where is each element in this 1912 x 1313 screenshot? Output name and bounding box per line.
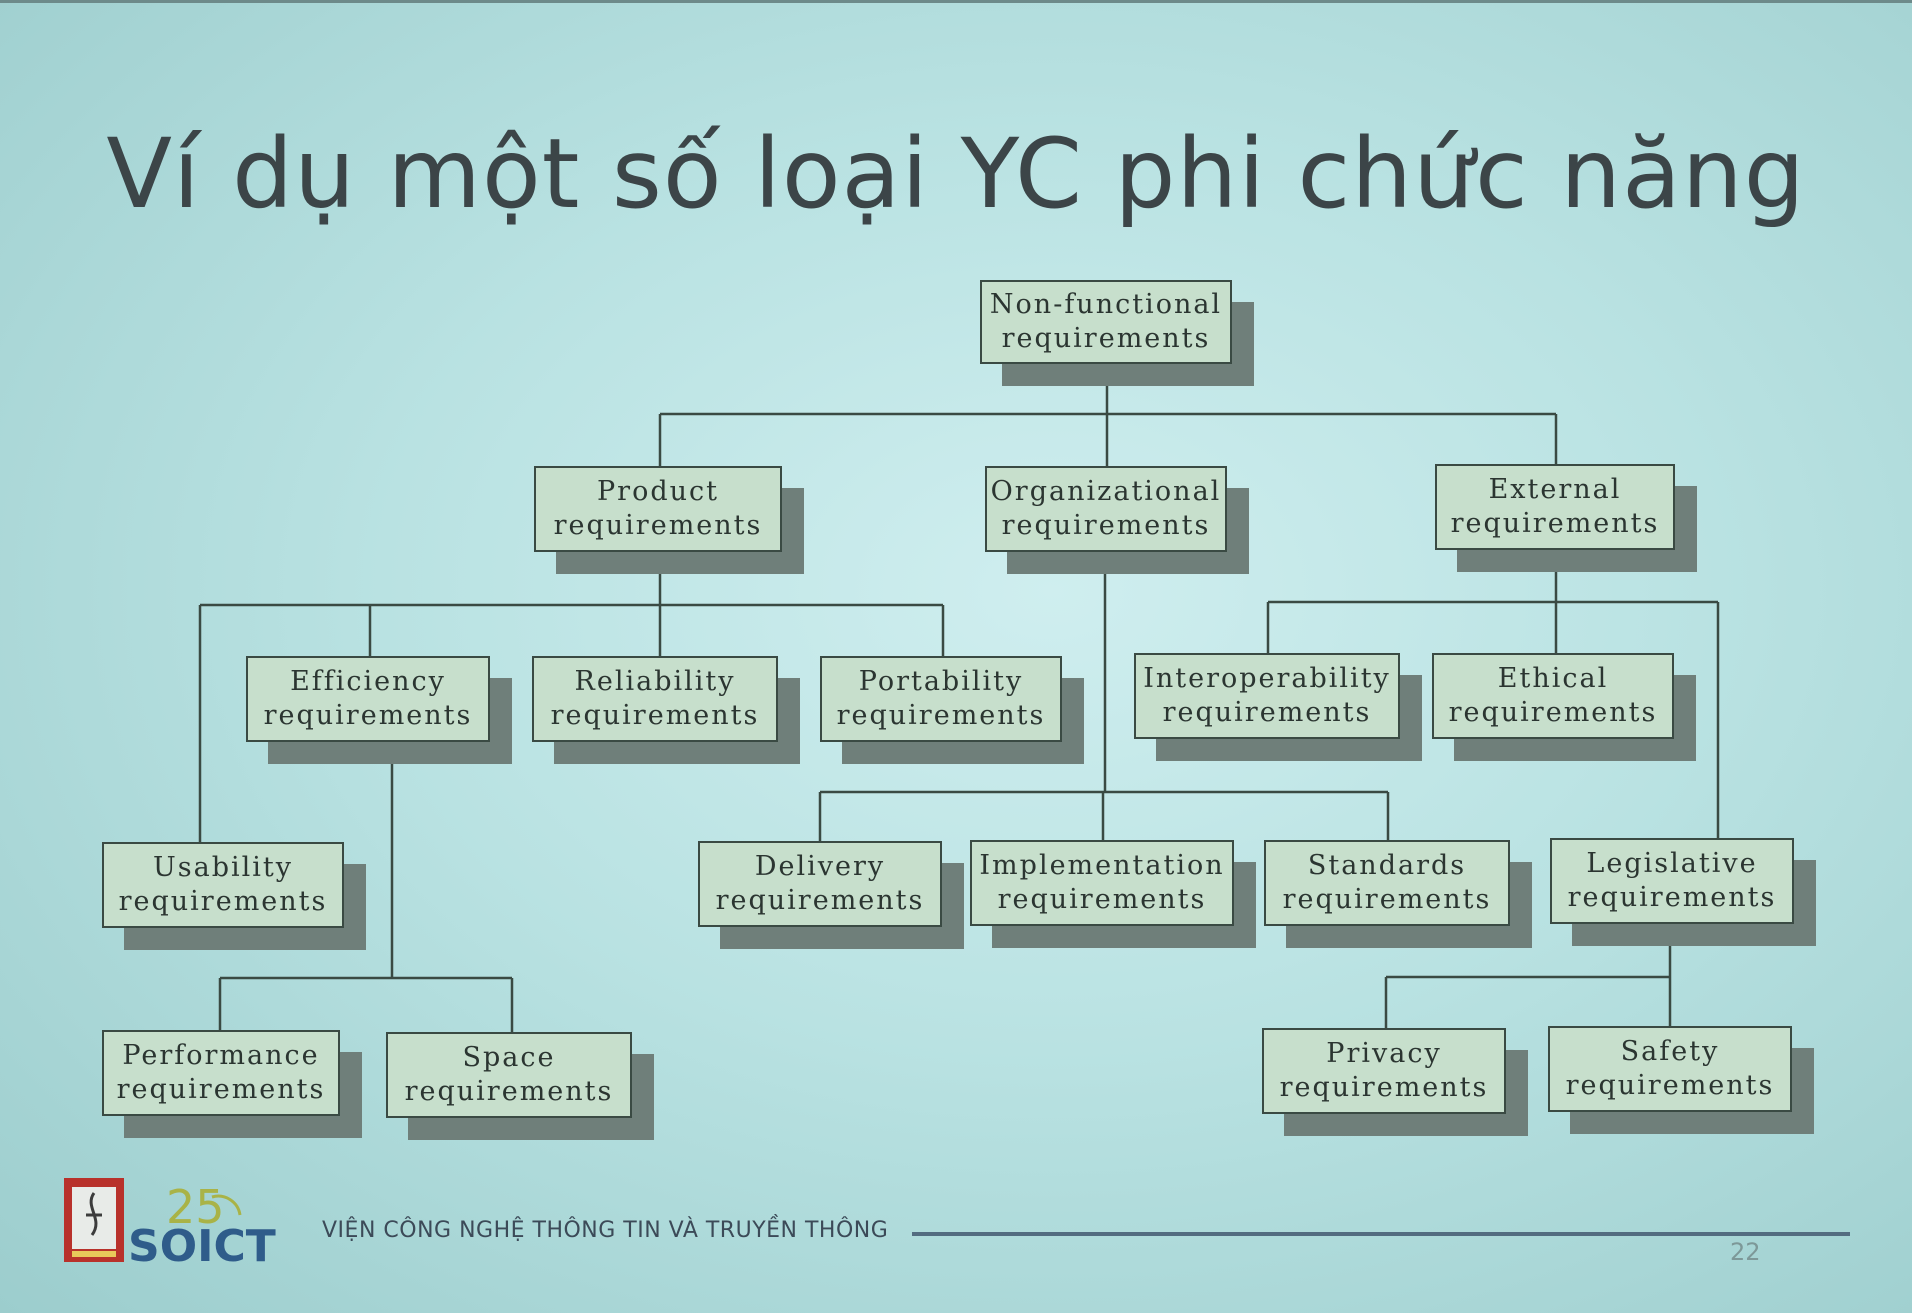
node-label-line1: Privacy xyxy=(1326,1038,1442,1069)
node-label-line1: Interoperability xyxy=(1143,663,1391,694)
node-implementation-requirements: Implementation requirements xyxy=(970,840,1234,926)
node-label-line1: Reliability xyxy=(574,666,736,697)
node-label-line2: requirements xyxy=(118,886,328,917)
page-number: 22 xyxy=(1730,1238,1761,1266)
connector-organizational-children xyxy=(818,550,1390,843)
institute-name: VIỆN CÔNG NGHỆ THÔNG TIN VÀ TRUYỀN THÔNG xyxy=(322,1218,889,1243)
node-label-line2: requirements xyxy=(836,700,1046,731)
node-privacy-requirements: Privacy requirements xyxy=(1262,1028,1506,1114)
node-performance-requirements: Performance requirements xyxy=(102,1030,340,1116)
node-label-line1: Non-functional xyxy=(989,289,1223,320)
node-efficiency-requirements: Efficiency requirements xyxy=(246,656,490,742)
slide-title: Ví dụ một số loại YC phi chức năng xyxy=(106,118,1806,230)
node-label-line1: External xyxy=(1488,474,1622,505)
node-portability-requirements: Portability requirements xyxy=(820,656,1062,742)
connector-efficiency-children xyxy=(218,742,514,1035)
node-label-line2: requirements xyxy=(116,1074,326,1105)
node-space-requirements: Space requirements xyxy=(386,1032,632,1118)
node-label-line2: requirements xyxy=(715,885,925,916)
node-label-line1: Space xyxy=(462,1042,556,1073)
node-label-line2: requirements xyxy=(404,1076,614,1107)
node-label-line1: Implementation xyxy=(979,850,1225,881)
soict-logo: 25 SOICT xyxy=(64,1178,276,1265)
node-label-line2: requirements xyxy=(1567,882,1777,913)
node-label-line1: Usability xyxy=(152,852,293,883)
node-non-functional-requirements: Non-functional requirements xyxy=(980,280,1232,364)
node-label-line2: requirements xyxy=(1001,510,1211,541)
node-standards-requirements: Standards requirements xyxy=(1264,840,1510,926)
connector-root-level1 xyxy=(658,352,1558,468)
node-reliability-requirements: Reliability requirements xyxy=(532,656,778,742)
connector-external-children xyxy=(1266,550,1720,842)
node-external-requirements: External requirements xyxy=(1435,464,1675,550)
node-label-line1: Delivery xyxy=(754,851,886,882)
node-label-line2: requirements xyxy=(550,700,760,731)
node-label-line1: Safety xyxy=(1620,1036,1720,1067)
node-label-line2: requirements xyxy=(553,510,763,541)
node-label-line2: requirements xyxy=(997,884,1207,915)
node-label-line2: requirements xyxy=(1282,884,1492,915)
node-safety-requirements: Safety requirements xyxy=(1548,1026,1792,1112)
node-label-line1: Product xyxy=(597,476,719,507)
node-label-line1: Ethical xyxy=(1497,663,1609,694)
node-label-line2: requirements xyxy=(1279,1072,1489,1103)
connector-product-children xyxy=(198,550,945,845)
node-ethical-requirements: Ethical requirements xyxy=(1432,653,1674,739)
footer-divider xyxy=(912,1232,1850,1236)
node-label-line1: Legislative xyxy=(1586,848,1758,879)
node-usability-requirements: Usability requirements xyxy=(102,842,344,928)
node-label-line1: Efficiency xyxy=(290,666,446,697)
node-legislative-requirements: Legislative requirements xyxy=(1550,838,1794,924)
logo-text: SOICT xyxy=(128,1221,276,1265)
node-organizational-requirements: Organizational requirements xyxy=(985,466,1227,552)
node-label-line2: requirements xyxy=(263,700,473,731)
node-interoperability-requirements: Interoperability requirements xyxy=(1134,653,1400,739)
node-delivery-requirements: Delivery requirements xyxy=(698,841,942,927)
logo-number: 25 xyxy=(166,1180,225,1234)
connector-legislative-children xyxy=(1384,922,1672,1030)
node-label-line1: Portability xyxy=(858,666,1024,697)
node-label-line2: requirements xyxy=(1450,508,1660,539)
node-label-line2: requirements xyxy=(1448,697,1658,728)
node-label-line1: Performance xyxy=(122,1040,320,1071)
node-label-line1: Standards xyxy=(1307,850,1467,881)
node-label-line2: requirements xyxy=(1162,697,1372,728)
node-product-requirements: Product requirements xyxy=(534,466,782,552)
top-rule xyxy=(0,0,1912,3)
node-label-line2: requirements xyxy=(1001,323,1211,354)
node-label-line2: requirements xyxy=(1565,1070,1775,1101)
node-label-line1: Organizational xyxy=(990,476,1222,507)
